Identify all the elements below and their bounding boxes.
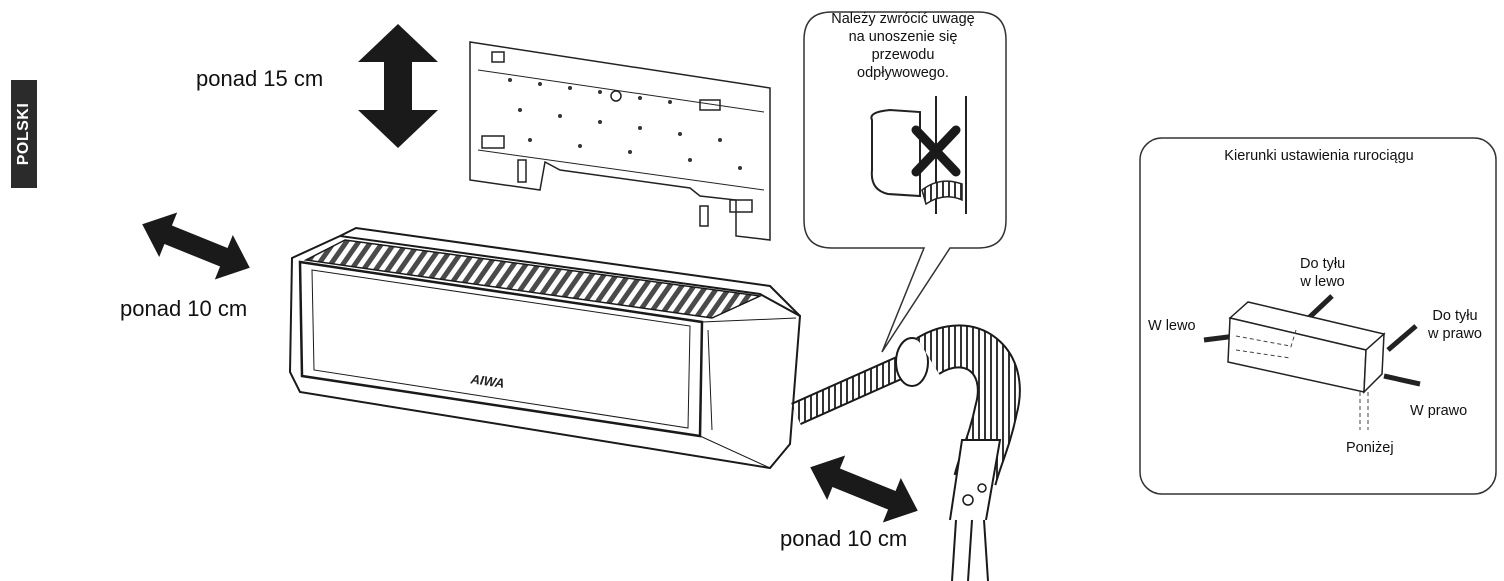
- piping-back-left-label: Do tyłu w lewo: [1300, 255, 1345, 291]
- piping-back-right-line-1: Do tyłu: [1432, 308, 1478, 324]
- cross-mark-icon: [911, 125, 961, 177]
- callout-text: Należy zwrócić uwagę na unoszenie się pr…: [818, 10, 988, 82]
- callout-line-2: na unoszenie się przewodu: [848, 29, 958, 63]
- top-clearance-label: ponad 15 cm: [196, 66, 324, 91]
- bottom-clearance-label: ponad 10 cm: [780, 526, 908, 551]
- piping-back-left-line-1: Do tyłu: [1300, 256, 1346, 272]
- drain-pipe: [791, 324, 1021, 581]
- piping-below-label: Poniżej: [1346, 440, 1394, 456]
- mounting-plate: [469, 41, 771, 241]
- double-arrow-vertical-icon: [358, 24, 438, 148]
- piping-left-label: W lewo: [1148, 318, 1196, 334]
- warning-callout: [803, 11, 1007, 353]
- left-clearance-label: ponad 10 cm: [120, 296, 248, 321]
- unit-brand-logo: AIWA: [469, 371, 506, 391]
- callout-line-1: Należy zwrócić uwagę: [831, 11, 975, 27]
- piping-panel-title: Kierunki ustawienia rurociągu: [1224, 148, 1414, 164]
- language-tab: POLSKI: [11, 80, 37, 188]
- piping-back-right-label: Do tyłu w prawo: [1428, 307, 1482, 343]
- piping-directions-panel: [1139, 137, 1497, 495]
- indoor-unit: [288, 226, 802, 470]
- double-arrow-diagonal-icon-bottom: [810, 455, 918, 523]
- callout-line-3: odpływowego.: [857, 65, 949, 81]
- piping-back-right-line-2: w prawo: [1428, 326, 1482, 342]
- piping-back-left-line-2: w lewo: [1300, 274, 1345, 290]
- double-arrow-diagonal-icon-left: [142, 212, 250, 280]
- piping-right-label: W prawo: [1410, 403, 1468, 419]
